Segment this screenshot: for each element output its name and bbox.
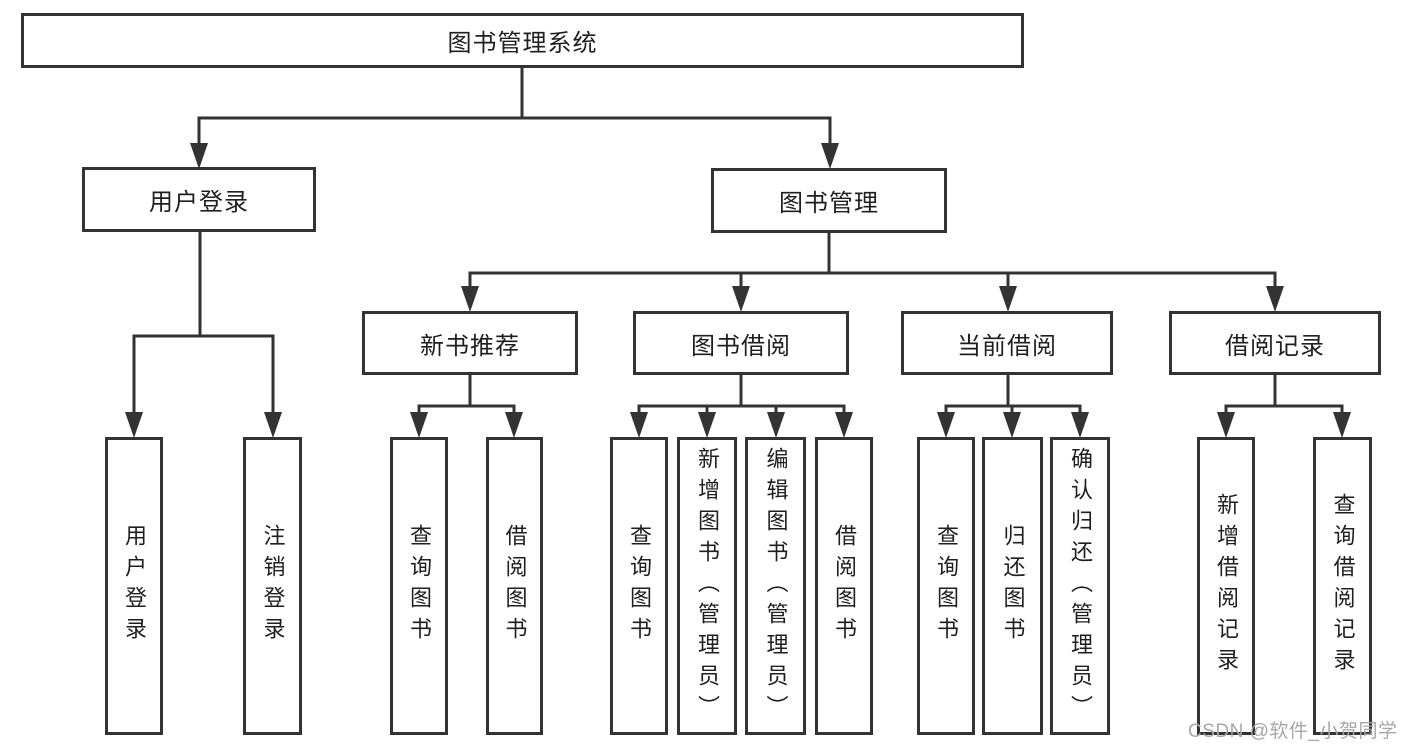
leaf-query-books-current: 查询图书 (917, 437, 975, 735)
leaf-logout: 注销登录 (243, 437, 302, 735)
node-borrowing-records: 借阅记录 (1169, 311, 1381, 375)
leaf-confirm-return-admin: 确认归还（管理员） (1050, 437, 1110, 735)
node-book-borrowing: 图书借阅 (633, 311, 849, 375)
node-user-login: 用户登录 (82, 167, 316, 232)
leaf-query-books-borrowing: 查询图书 (610, 437, 668, 735)
leaf-user-login: 用户登录 (105, 437, 163, 735)
node-book-management: 图书管理 (711, 168, 947, 233)
leaf-add-book-admin: 新增图书（管理员） (677, 437, 737, 735)
leaf-query-books-recommend: 查询图书 (390, 437, 448, 735)
csdn-watermark: CSDN @软件_小贺同学 (1188, 721, 1398, 742)
node-current-borrowing: 当前借阅 (901, 311, 1113, 375)
node-new-book-recommend: 新书推荐 (362, 311, 578, 375)
leaf-query-borrow-record: 查询借阅记录 (1313, 437, 1372, 735)
node-library-system: 图书管理系统 (21, 13, 1024, 68)
leaf-borrow-books-borrowing: 借阅图书 (815, 437, 873, 735)
leaf-return-book: 归还图书 (982, 437, 1043, 735)
leaf-borrow-books-recommend: 借阅图书 (486, 437, 543, 735)
leaf-add-borrow-record: 新增借阅记录 (1197, 437, 1255, 735)
leaf-edit-book-admin: 编辑图书（管理员） (745, 437, 806, 735)
arrowheads (125, 143, 1351, 438)
